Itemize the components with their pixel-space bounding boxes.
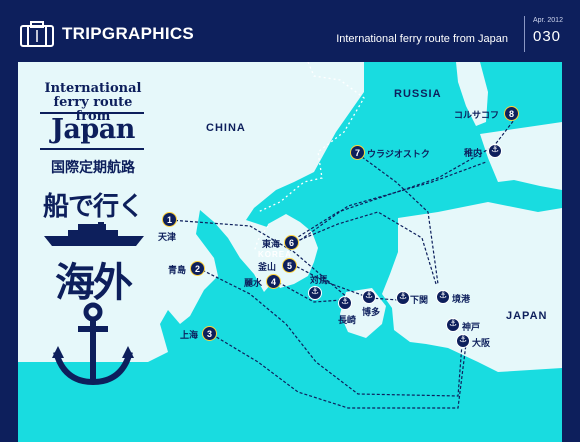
anchor-icon: ⚓: [340, 297, 350, 307]
port-label-sakaiminato: 境港: [452, 295, 471, 305]
label-japan: JAPAN: [506, 310, 548, 322]
japan-islands: [340, 122, 562, 372]
port-label-shimonoseki: 下関: [410, 296, 429, 306]
brand[interactable]: TRIPGRAPHICS: [20, 20, 194, 48]
port-badge-8[interactable]: 8: [504, 106, 519, 121]
brand-name: TRIPGRAPHICS: [62, 24, 195, 43]
mainland-landmass: [18, 62, 364, 362]
port-marker-kobe[interactable]: ⚓: [446, 318, 460, 332]
suitcase-icon: [20, 21, 54, 47]
anchor-icon: ⚓: [364, 291, 374, 301]
port-label-donghae: 東海: [262, 240, 281, 250]
ship-icon: [44, 222, 144, 246]
poster-line1: International: [44, 81, 142, 96]
port-marker-shimonoseki[interactable]: ⚓: [396, 291, 410, 305]
header-date: Apr. 2012: [533, 17, 563, 24]
port-marker-nagasaki[interactable]: ⚓: [338, 296, 352, 310]
port-badge-2[interactable]: 2: [190, 261, 205, 276]
port-label-osaka: 大阪: [472, 339, 491, 349]
borders: [253, 62, 365, 253]
label-korea: KOREA: [258, 250, 292, 259]
anchor-icon: ⚓: [458, 335, 468, 345]
anchor-icon: [52, 302, 134, 386]
sakhalin: [456, 62, 488, 126]
anchor-icon: ⚓: [310, 287, 320, 297]
port-badge-5[interactable]: 5: [282, 258, 297, 273]
port-label-yeosu: 麗水: [244, 279, 263, 289]
port-marker-hakata[interactable]: ⚓: [362, 290, 376, 304]
port-badge-7[interactable]: 7: [350, 145, 365, 160]
anchor-icon: ⚓: [490, 145, 500, 155]
label-russia: RUSSIA: [394, 88, 442, 100]
poster-title-japan: Japan: [40, 114, 146, 145]
header-title: International ferry route from Japan: [336, 33, 508, 45]
port-marker-sakaiminato[interactable]: ⚓: [436, 290, 450, 304]
port-marker-wakkanai[interactable]: ⚓: [488, 144, 502, 158]
poster-subtitle-jp: 船で行く: [42, 192, 144, 222]
port-marker-osaka[interactable]: ⚓: [456, 334, 470, 348]
poster-title-kaigai: 海外: [55, 260, 133, 306]
port-label-korsakov: コルサコフ: [454, 111, 500, 121]
port-label-kobe: 神戸: [462, 323, 481, 333]
header-divider: [524, 16, 525, 52]
anchor-icon: ⚓: [398, 292, 408, 302]
title-rule-mid: [40, 148, 144, 150]
port-badge-1[interactable]: 1: [162, 212, 177, 227]
label-china: CHINA: [206, 122, 246, 134]
port-badge-4[interactable]: 4: [266, 274, 281, 289]
port-label-shanghai: 上海: [180, 331, 199, 341]
port-label-wakkanai: 稚内: [464, 149, 483, 159]
poster-subtitle-en: International ferry route from: [40, 82, 146, 124]
poster-japan-text: Japan: [51, 114, 135, 145]
header-bar: TRIPGRAPHICS International ferry route f…: [0, 0, 580, 62]
port-label-nagasaki: 長崎: [338, 316, 357, 326]
poster-title-jp: 国際定期航路: [51, 160, 135, 176]
port-label-busan: 釜山: [258, 263, 277, 273]
port-label-tianjin: 天津: [158, 233, 177, 243]
port-marker-tsushima[interactable]: ⚓: [308, 286, 322, 300]
port-label-vladivostok: ウラジオストク: [367, 150, 430, 160]
port-label-tsushima: 対馬: [310, 276, 329, 286]
port-label-hakata: 博多: [362, 308, 381, 318]
title-rule-top: [40, 112, 144, 114]
issue-number: 030: [533, 28, 562, 45]
port-badge-6[interactable]: 6: [284, 235, 299, 250]
map-graphic: [18, 62, 562, 409]
ferry-routes: [169, 119, 515, 409]
anchor-icon: ⚓: [438, 291, 448, 301]
anchor-icon: ⚓: [448, 319, 458, 329]
port-badge-3[interactable]: 3: [202, 326, 217, 341]
port-label-qingdao: 青島: [168, 266, 187, 276]
